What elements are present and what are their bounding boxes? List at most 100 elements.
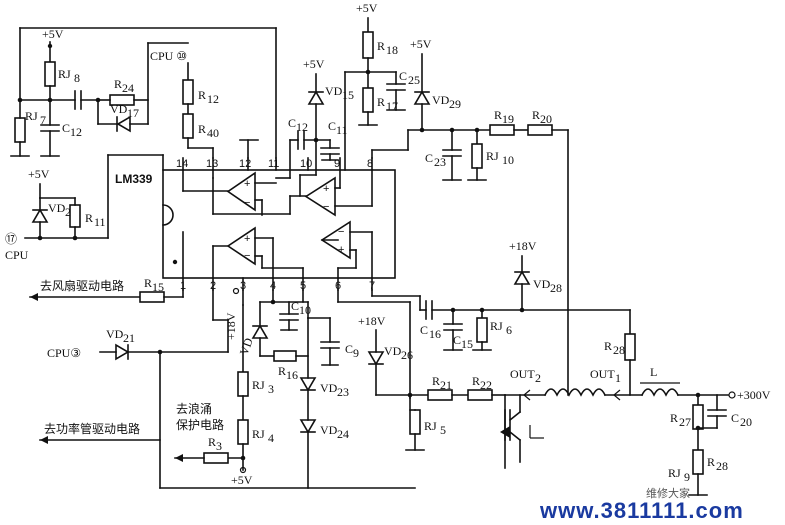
svg-text:RJ: RJ (252, 427, 265, 441)
svg-text:28: 28 (550, 281, 562, 295)
svg-text:20: 20 (540, 112, 552, 126)
resistor-r19 (489, 124, 515, 136)
svg-text:VD: VD (320, 423, 338, 437)
svg-text:R: R (144, 276, 152, 290)
svg-text:C: C (425, 151, 433, 165)
pin-8: 8 (367, 158, 373, 170)
svg-text:21: 21 (440, 378, 452, 392)
label-cpu3: CPU③ (47, 346, 81, 360)
svg-text:C: C (731, 411, 739, 425)
svg-text:19: 19 (502, 112, 514, 126)
svg-text:15: 15 (461, 337, 473, 351)
svg-text:22: 22 (480, 378, 492, 392)
comparator-4: −+ (320, 220, 373, 279)
label-cpu17-num: ⑰ (5, 232, 17, 246)
svg-text:+5V: +5V (410, 37, 432, 51)
svg-text:1: 1 (615, 371, 621, 385)
svg-text:9: 9 (684, 470, 690, 484)
svg-text:12: 12 (70, 125, 82, 139)
svg-text:C: C (328, 119, 336, 133)
inductor-l (640, 388, 680, 397)
resistor-r28b (692, 449, 704, 475)
lm339-chip: LM339 14 13 12 11 10 9 8 1 (115, 157, 396, 292)
pins-bottom: 1 2 3 4 5 6 7 (180, 277, 375, 292)
svg-text:C: C (453, 333, 461, 347)
svg-text:20: 20 (740, 415, 752, 429)
coil-inductor (543, 388, 607, 397)
svg-text:+5V: +5V (28, 167, 50, 181)
svg-text:7: 7 (40, 113, 46, 127)
svg-text:R: R (494, 108, 502, 122)
pin-3: 3 (240, 280, 246, 292)
supply-5v-left: +5V (42, 27, 64, 41)
svg-text:+5V: +5V (231, 473, 253, 487)
resistor-rj7 (14, 117, 26, 143)
resistor-r18 (362, 31, 374, 59)
svg-text:R: R (208, 435, 216, 449)
svg-text:10: 10 (502, 153, 514, 167)
svg-text:−: − (323, 201, 329, 213)
svg-text:R: R (377, 39, 385, 53)
svg-text:24: 24 (337, 427, 349, 441)
comparator-1: +− (182, 169, 277, 216)
svg-text:RJ: RJ (58, 67, 71, 81)
svg-text:+18V: +18V (358, 314, 386, 328)
pin-9: 9 (334, 158, 340, 170)
pin-5: 5 (300, 280, 306, 292)
label-surge-1: 去浪涌 (176, 401, 212, 416)
svg-text:23: 23 (434, 155, 446, 169)
resistor-rj10 (471, 143, 483, 169)
svg-text:R: R (604, 339, 612, 353)
pin-13: 13 (206, 158, 218, 170)
svg-text:28: 28 (716, 459, 728, 473)
pin-10: 10 (300, 158, 312, 170)
svg-text:VD: VD (106, 327, 124, 341)
svg-text:16: 16 (429, 327, 441, 341)
resistor-rj3 (237, 371, 249, 397)
label-fan-driver: 去风扇驱动电路 (40, 278, 124, 293)
svg-text:12: 12 (207, 92, 219, 106)
resistor-r40 (182, 113, 194, 139)
svg-text:21: 21 (123, 331, 135, 345)
svg-text:+: + (323, 183, 329, 195)
resistor-r28a (624, 333, 636, 361)
svg-text:18: 18 (386, 43, 398, 57)
svg-text:RJ: RJ (486, 149, 499, 163)
label-out1: OUT (590, 367, 615, 381)
pin-4: 4 (270, 280, 276, 292)
pin-2: 2 (210, 280, 216, 292)
supply-5v-top: +5V (356, 1, 378, 15)
supply-300v: +300V (737, 388, 771, 402)
svg-text:VD: VD (320, 381, 338, 395)
svg-text:R: R (432, 374, 440, 388)
svg-text:29: 29 (449, 97, 461, 111)
pins-top: 14 13 12 11 10 9 8 (176, 157, 373, 171)
svg-text:R: R (114, 77, 122, 91)
svg-text:−: − (244, 197, 250, 209)
resistor-r27 (692, 404, 704, 430)
svg-text:11: 11 (94, 215, 106, 229)
svg-text:11: 11 (336, 123, 348, 137)
pin-1: 1 (180, 280, 186, 292)
svg-text:VD: VD (325, 84, 343, 98)
watermark-brand: 维修大家 (646, 486, 690, 500)
label-surge-2: 保护电路 (176, 417, 224, 432)
power-output: 去功率管驱动电路 (39, 421, 161, 444)
svg-text:L: L (650, 365, 657, 379)
label-out2: OUT (510, 367, 535, 381)
comparator-3: +− (182, 226, 304, 279)
pin-6: 6 (335, 280, 341, 292)
watermark: 维修大家 www.3811111.com (539, 486, 743, 523)
svg-text:3: 3 (216, 439, 222, 453)
svg-text:C: C (288, 116, 296, 130)
comparator-2: +− (212, 169, 373, 217)
